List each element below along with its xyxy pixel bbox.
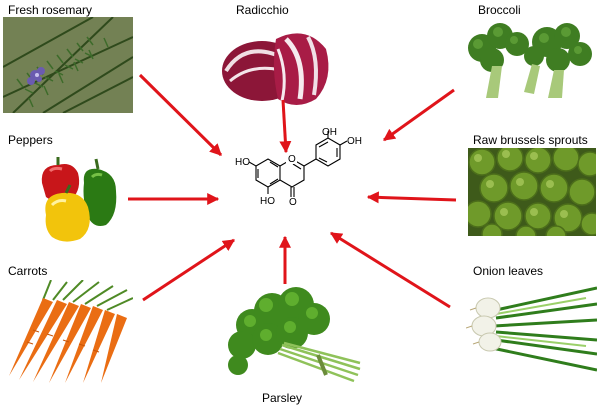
arrow-from-radicchio xyxy=(279,99,292,154)
arrow-from-onion xyxy=(329,231,451,309)
label-onion-leaves: Onion leaves xyxy=(473,264,544,278)
oh-label-top: OH xyxy=(322,128,337,138)
carrots-image xyxy=(3,280,133,383)
ho-label-left: HO xyxy=(235,157,250,168)
ketone-oxygen-label: O xyxy=(289,197,297,208)
label-parsley: Parsley xyxy=(262,391,303,405)
label-carrots: Carrots xyxy=(8,264,48,278)
label-peppers: Peppers xyxy=(8,133,53,147)
label-fresh-rosemary: Fresh rosemary xyxy=(8,3,93,17)
luteolin-structure: O O OH OH HO HO xyxy=(235,128,362,208)
arrow-from-brussels xyxy=(366,191,457,204)
arrow-from-rosemary xyxy=(138,73,223,157)
broccoli-image xyxy=(462,20,594,100)
parsley-image xyxy=(222,285,362,385)
ring-oxygen-mask xyxy=(286,154,297,164)
label-radicchio: Radicchio xyxy=(236,3,289,17)
arrow-from-broccoli xyxy=(383,88,455,142)
label-broccoli: Broccoli xyxy=(478,3,521,17)
oh-label-right: OH xyxy=(347,136,362,147)
onion-leaves-image xyxy=(466,280,597,383)
ring-oxygen-label: O xyxy=(288,154,296,165)
radicchio-image xyxy=(216,19,334,111)
ho-label-bottom: HO xyxy=(260,196,275,207)
peppers-image xyxy=(36,155,122,245)
rosemary-image xyxy=(3,17,133,113)
label-raw-brussels-sprouts: Raw brussels sprouts xyxy=(473,133,588,147)
arrow-from-carrots xyxy=(142,238,236,302)
brussels-sprouts-image xyxy=(468,148,596,236)
